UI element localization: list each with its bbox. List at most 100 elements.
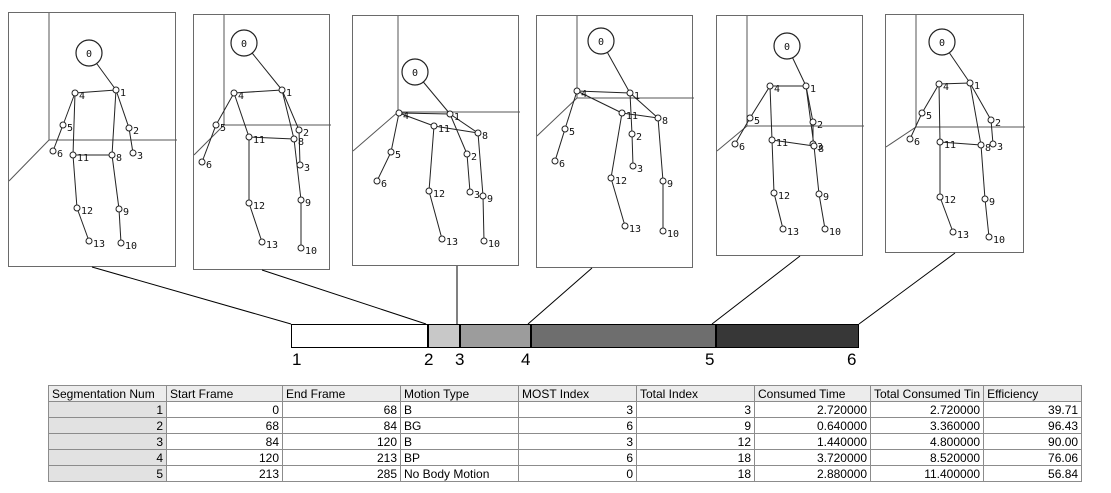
body-joint: [987, 116, 995, 124]
body-joint: [474, 129, 482, 137]
bone-line: [215, 92, 235, 126]
bone-line: [281, 89, 300, 131]
col-header-end-frame[interactable]: End Frame: [282, 385, 401, 402]
joint-label: 5: [569, 127, 575, 138]
joint-label: 8: [662, 116, 668, 127]
body-joint: [463, 150, 471, 158]
axis-line: [717, 125, 748, 152]
joint-label: 5: [926, 111, 932, 122]
joint-label: 3: [304, 163, 310, 174]
joint-label: 6: [739, 142, 745, 153]
cell-segmentation-num: 5: [48, 465, 167, 482]
joint-label: 13: [446, 237, 458, 248]
joint-label: 6: [206, 160, 212, 171]
head-joint: [928, 28, 956, 56]
joint-label: 8: [985, 143, 991, 154]
col-header-total-index[interactable]: Total Index: [636, 385, 755, 402]
connector-line-4: [527, 267, 593, 325]
body-joint: [297, 196, 305, 204]
bone-line: [115, 89, 130, 129]
body-joint: [918, 109, 926, 117]
table-row[interactable]: 2 68 84 BG 6 9 0.640000 3.360000 96.43: [48, 417, 1083, 434]
body-joint: [438, 235, 446, 243]
col-header-most-index[interactable]: MOST Index: [518, 385, 637, 402]
bone-line: [233, 89, 283, 94]
col-header-motion-type[interactable]: Motion Type: [400, 385, 519, 402]
body-joint: [290, 135, 298, 143]
body-joint: [746, 114, 754, 122]
col-header-start-frame[interactable]: Start Frame: [166, 385, 283, 402]
bone-line: [938, 82, 971, 85]
joint-label: 6: [559, 159, 565, 170]
cell-total-index: 18: [636, 465, 755, 482]
cell-start-frame: 0: [166, 401, 283, 418]
joint-label: 9: [487, 194, 493, 205]
connector-line-1: [91, 266, 292, 325]
timeline-segment-2[interactable]: [427, 325, 459, 347]
bone-line: [62, 92, 76, 126]
joint-label: 1: [286, 88, 292, 99]
timeline-segment-3[interactable]: [458, 325, 531, 347]
cell-total-consumed-time: 4.800000: [869, 433, 985, 450]
joint-label: 2: [471, 152, 477, 163]
bone-line: [281, 89, 295, 140]
connector-line-5: [711, 255, 801, 325]
timeline-segment-4[interactable]: [530, 325, 715, 347]
bone-line: [390, 112, 400, 153]
joint-label: 13: [787, 227, 799, 238]
joint-label: 4: [581, 89, 587, 100]
joint-label: 4: [943, 82, 949, 93]
bone-line: [376, 151, 392, 182]
table-row[interactable]: 5 213 285 No Body Motion 0 18 2.880000 1…: [48, 465, 1083, 482]
bone-line: [771, 139, 775, 194]
bone-line: [201, 124, 217, 163]
bone-line: [610, 177, 626, 227]
bone-line: [466, 153, 471, 193]
table-row[interactable]: 1 0 68 B 3 3 2.720000 2.720000 39.71: [48, 401, 1083, 418]
body-joint: [466, 188, 474, 196]
body-joint: [936, 138, 944, 146]
table-row[interactable]: 4 120 213 BP 6 18 3.720000 8.520000 76.0…: [48, 449, 1083, 466]
body-joint: [69, 151, 77, 159]
joint-label: 3: [474, 190, 480, 201]
joint-label: 12: [81, 206, 93, 217]
body-joint: [59, 121, 67, 129]
bone-line: [118, 208, 122, 244]
joint-label: 0: [939, 38, 945, 49]
timeline-boundary-label-3: 3: [455, 350, 465, 369]
head-joint: [75, 39, 103, 67]
bone-line: [980, 144, 986, 200]
joint-label: 2: [817, 120, 823, 131]
body-joint: [212, 121, 220, 129]
col-header-total-consumed-time[interactable]: Total Consumed Tin: [869, 385, 985, 402]
col-header-consumed-time[interactable]: Consumed Time: [754, 385, 871, 402]
joint-label: 12: [778, 191, 790, 202]
cell-segmentation-num: 4: [48, 449, 167, 466]
cell-segmentation-num: 3: [48, 433, 167, 450]
joint-label: 6: [381, 179, 387, 190]
bone-line: [398, 112, 435, 127]
joint-label: 2: [995, 118, 1001, 129]
body-joint: [985, 233, 993, 241]
cell-motion-type: BP: [400, 449, 519, 466]
body-joint: [480, 237, 488, 245]
body-joint: [278, 86, 286, 94]
timeline-segment-1[interactable]: [292, 325, 428, 347]
table-row[interactable]: 3 84 120 B 3 12 1.440000 4.800000 90.00: [48, 433, 1083, 450]
cell-total-index: 12: [636, 433, 755, 450]
cell-end-frame: 84: [282, 417, 401, 434]
bone-line: [990, 119, 994, 145]
timeline-segment-5[interactable]: [714, 325, 858, 347]
col-header-efficiency[interactable]: Efficiency: [983, 385, 1083, 402]
body-joint: [112, 86, 120, 94]
timeline-boundary-label-4: 4: [521, 350, 531, 369]
joint-label: 11: [776, 138, 788, 149]
joint-label: 0: [241, 39, 247, 50]
body-joint: [387, 148, 395, 156]
col-header-segmentation-num[interactable]: Segmentation Num: [48, 385, 167, 402]
joint-label: 12: [253, 201, 265, 212]
cell-most-index: 0: [518, 465, 637, 482]
